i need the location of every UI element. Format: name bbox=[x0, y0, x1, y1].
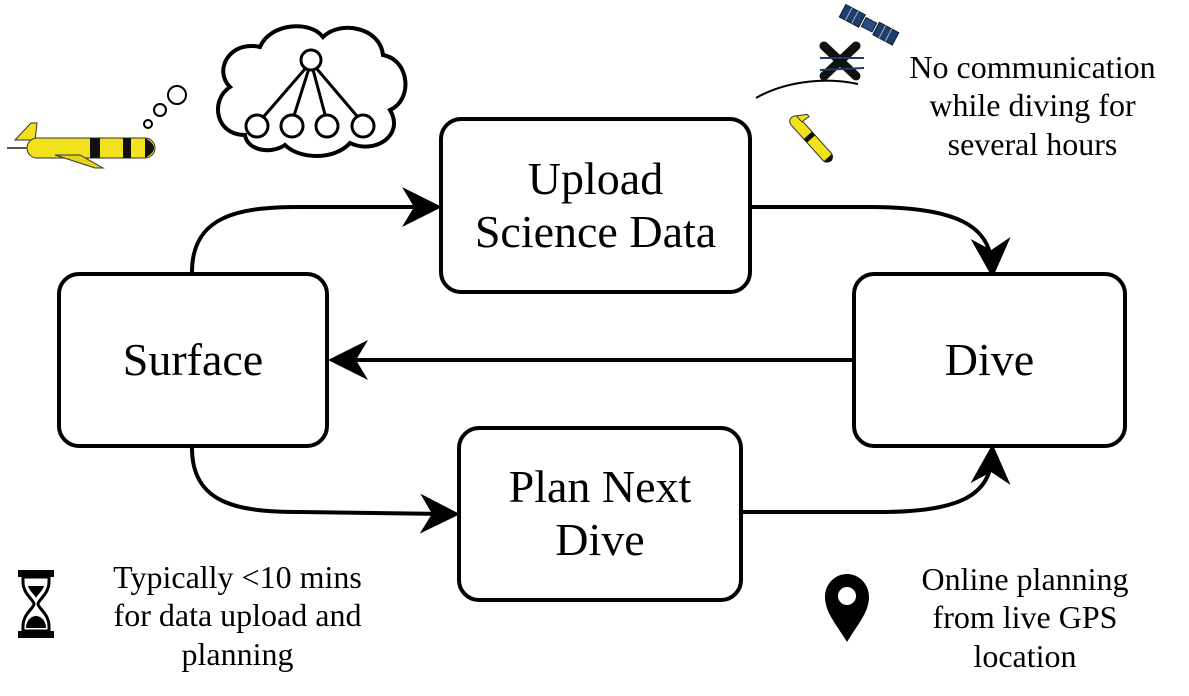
plan-label-line-2: Dive bbox=[555, 514, 645, 565]
water-surface-line bbox=[755, 79, 859, 99]
time-line-1: Typically <10 mins bbox=[113, 559, 362, 595]
gps-line-3: location bbox=[973, 637, 1077, 674]
dive-node: Dive bbox=[852, 272, 1127, 448]
time-line-3: planning bbox=[181, 635, 294, 672]
upload-label-line-1: Upload bbox=[527, 152, 664, 204]
upload-label-line-2: Science Data bbox=[474, 205, 717, 257]
gps-note: Online planning from live GPS location bbox=[880, 560, 1170, 675]
surface-label: Surface bbox=[122, 333, 264, 385]
arrow-surface-to-plan bbox=[190, 447, 460, 534]
underwater-glider-icon bbox=[7, 122, 156, 169]
location-pin-icon bbox=[825, 574, 869, 642]
arrow-surface-to-upload bbox=[190, 187, 442, 273]
diving-glider-icon bbox=[789, 113, 834, 163]
gps-line-2: from live GPS bbox=[932, 599, 1118, 636]
comm-line-1: No communication bbox=[909, 49, 1156, 85]
thought-bubbles bbox=[143, 85, 187, 129]
arrow-upload-to-dive bbox=[752, 205, 1011, 278]
no-signal-x-icon bbox=[819, 41, 865, 81]
hourglass-icon bbox=[18, 570, 54, 638]
plan-label-line-1: Plan Next bbox=[508, 461, 692, 513]
communication-note: No communication while diving for severa… bbox=[880, 48, 1185, 163]
surface-node: Surface bbox=[57, 272, 329, 448]
satellite-icon bbox=[838, 3, 900, 46]
upload-science-data-node: Upload Science Data bbox=[439, 117, 752, 294]
dive-label: Dive bbox=[944, 333, 1035, 385]
arrow-plan-to-dive bbox=[743, 444, 1011, 514]
comm-line-2: while diving for bbox=[929, 87, 1136, 124]
comm-line-3: several hours bbox=[947, 125, 1118, 162]
gps-line-1: Online planning bbox=[921, 561, 1129, 597]
neural-network-icon bbox=[244, 48, 376, 139]
time-line-2: for data upload and bbox=[113, 597, 362, 634]
timing-note: Typically <10 mins for data upload and p… bbox=[80, 558, 395, 673]
plan-next-dive-node: Plan Next Dive bbox=[457, 426, 743, 602]
